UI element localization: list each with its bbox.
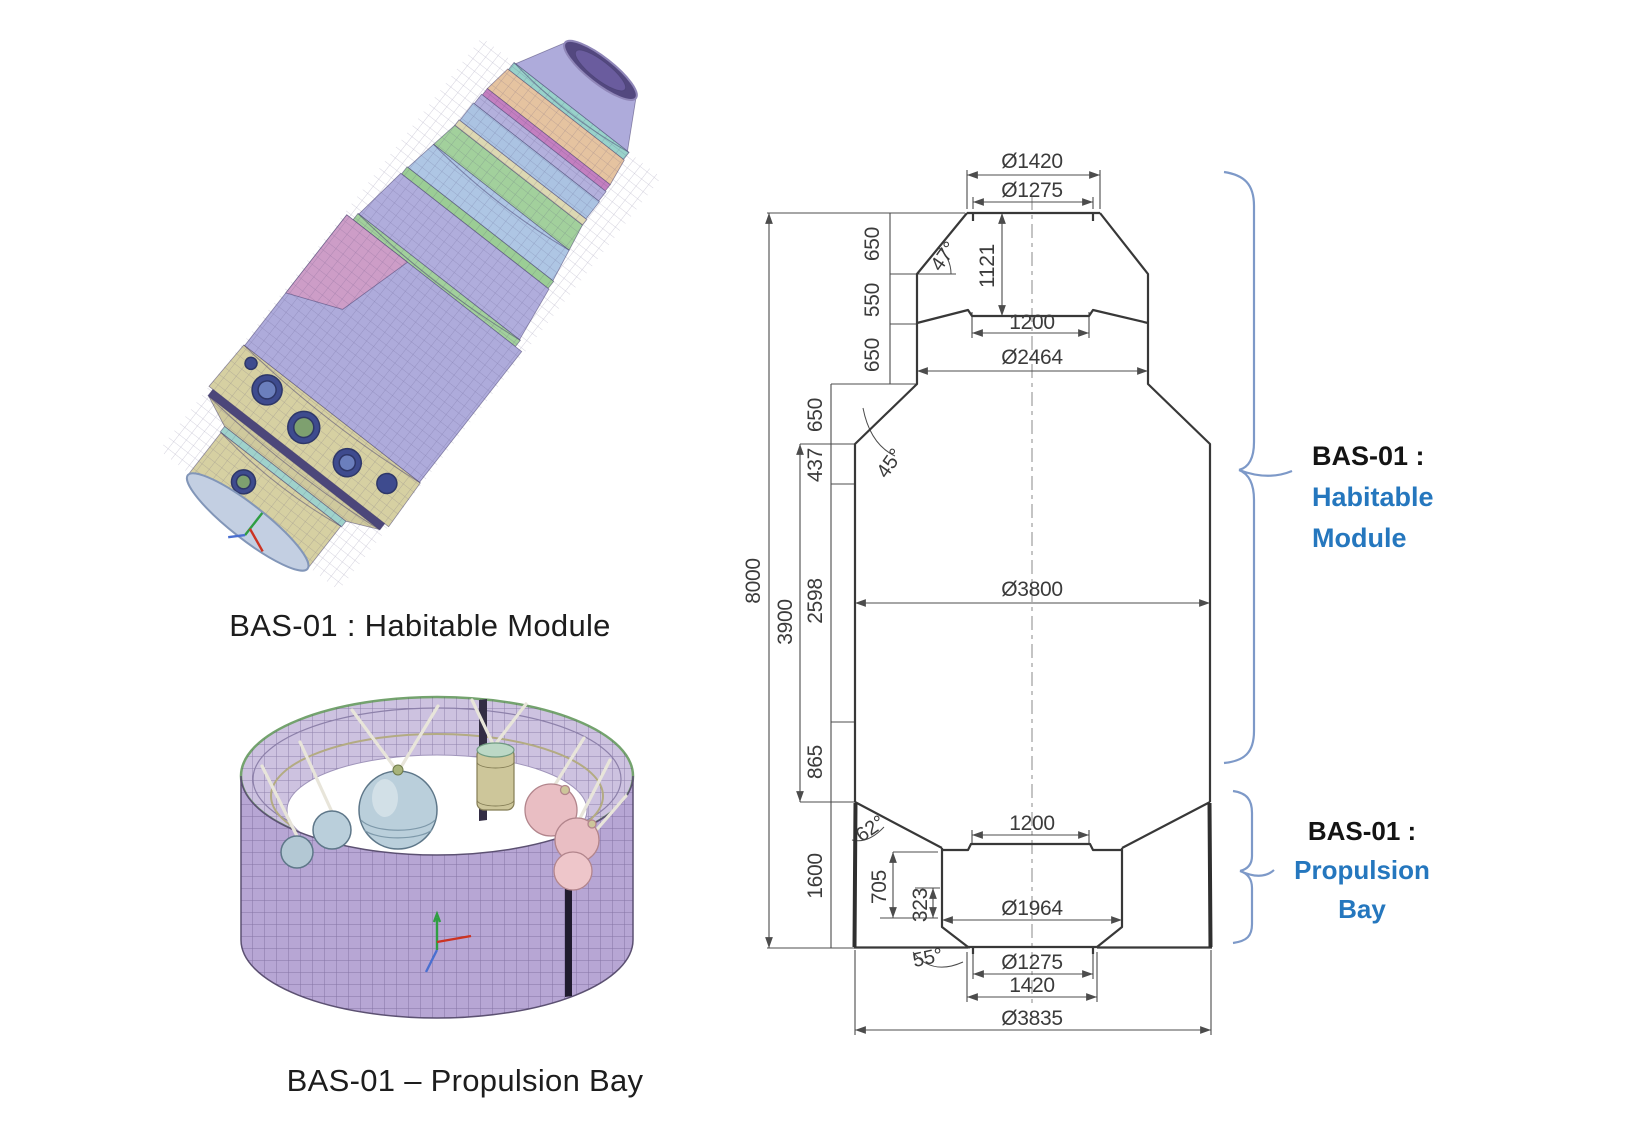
dim-705: 705 [868, 870, 891, 904]
dim-2598: 2598 [804, 578, 827, 624]
dim-1200-bot: 1200 [1009, 812, 1055, 835]
label-propulsion-bay: BAS-01 : Propulsion Bay [1262, 812, 1462, 929]
dim-dia-bot-inner: Ø1275 [1001, 951, 1063, 974]
tank-struts [260, 698, 628, 860]
label-habitable-prefix: BAS-01 : [1312, 441, 1425, 471]
dim-dia-3800: Ø3800 [1001, 578, 1063, 601]
extension-lines [767, 170, 1212, 1035]
label-propulsion-line2: Bay [1338, 894, 1386, 924]
habitable-caption: BAS-01 : Habitable Module [229, 608, 611, 643]
dim-dia-2464: Ø2464 [1001, 346, 1063, 369]
dim-dia-top-outer: Ø1420 [1001, 150, 1063, 173]
dim-323: 323 [909, 888, 932, 922]
label-habitable-line2: Module [1312, 523, 1407, 553]
dim-1121: 1121 [976, 244, 999, 288]
dim-dia-top-inner: Ø1275 [1001, 179, 1063, 202]
axis-triad [424, 910, 472, 973]
dim-dia-3835: Ø3835 [1001, 1007, 1063, 1030]
dimension-drawing: Ø1420 Ø1275 650 550 650 47° 1121 1200 Ø2… [742, 150, 1293, 1035]
lower-shelf [942, 842, 1122, 852]
label-habitable-module: BAS-01 : Habitable Module [1312, 436, 1532, 559]
vessel-profile [853, 211, 1212, 954]
dim-angle-top: 47° [926, 238, 961, 275]
label-propulsion-prefix: BAS-01 : [1307, 816, 1417, 846]
dim-650-c: 650 [804, 398, 827, 432]
brace-propulsion [1232, 789, 1275, 945]
propulsion-bay-render [239, 695, 635, 1019]
dim-1420-bot: 1420 [1009, 974, 1055, 997]
porthole-group [230, 356, 398, 495]
propulsion-caption: BAS-01 – Propulsion Bay [286, 1063, 644, 1098]
blue-tanks [280, 770, 438, 869]
dimension-lines [765, 171, 1211, 1034]
habitable-module-render [159, 37, 662, 591]
dim-1200-top: 1200 [1009, 311, 1055, 334]
dim-8000: 8000 [742, 558, 765, 604]
label-habitable-line1: Habitable [1312, 482, 1434, 512]
skirt-walls [852, 802, 1213, 948]
dim-437: 437 [804, 448, 827, 482]
dim-550: 550 [861, 283, 884, 317]
khaki-tank [476, 742, 515, 811]
wall-seam-front [565, 884, 572, 997]
pink-tanks [524, 783, 600, 891]
axis-triad [228, 512, 264, 553]
dim-angle-mid: 45° [872, 445, 907, 482]
dim-3900: 3900 [774, 599, 797, 645]
dim-650-a: 650 [861, 227, 884, 261]
brace-habitable [1223, 170, 1293, 765]
label-propulsion-line1: Propulsion [1294, 855, 1430, 885]
dim-865: 865 [804, 745, 827, 779]
upper-bulkhead [916, 308, 1149, 325]
dim-dia-1964: Ø1964 [1001, 897, 1063, 920]
dim-650-b: 650 [861, 338, 884, 372]
dim-1600: 1600 [804, 853, 827, 899]
angle-arcs [851, 246, 964, 968]
